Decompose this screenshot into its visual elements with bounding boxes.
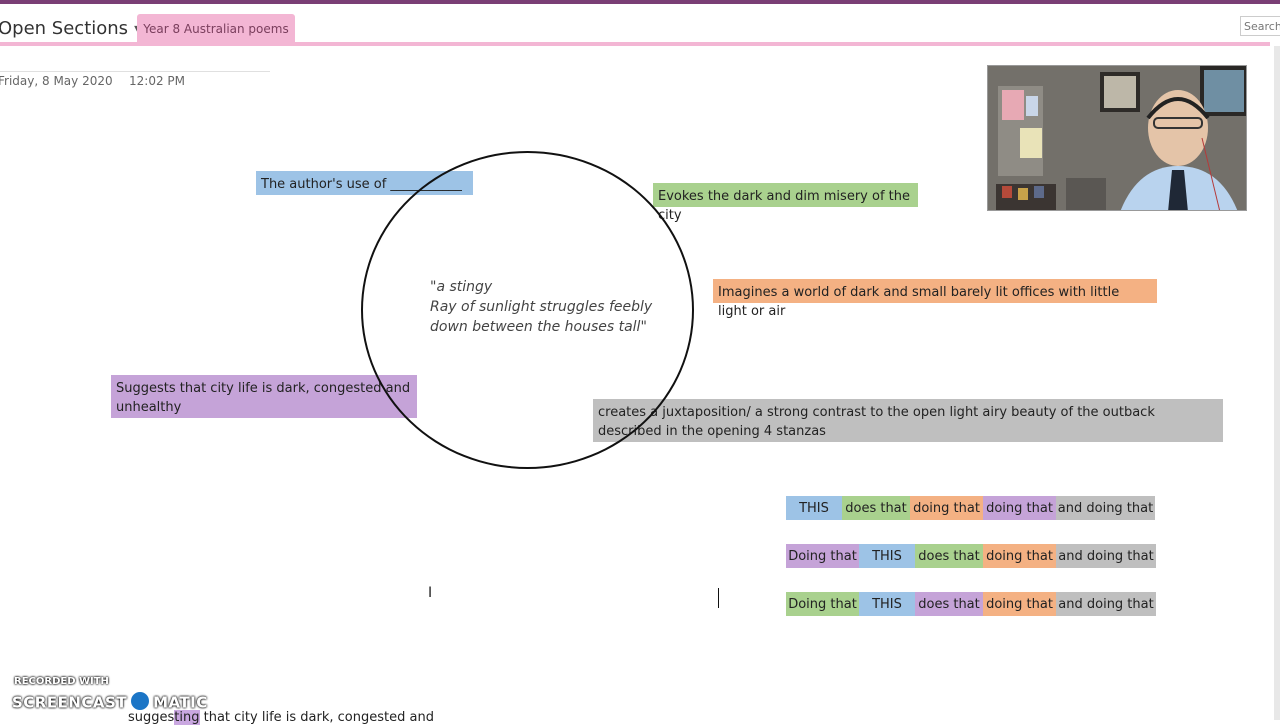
title-divider bbox=[0, 71, 270, 72]
tab-label: Year 8 Australian poems bbox=[143, 21, 289, 36]
row1-cell-4: doing that bbox=[983, 496, 1056, 520]
title-bar-accent bbox=[0, 0, 1280, 4]
open-sections-button[interactable]: Open Sections ▼ bbox=[0, 14, 143, 42]
row3-cell-1: Doing that bbox=[786, 592, 859, 616]
page-time: 12:02 PM bbox=[129, 74, 185, 88]
row1-cell-3: doing that bbox=[910, 496, 983, 520]
row1-cell-2: does that bbox=[842, 496, 910, 520]
tab-underline bbox=[0, 42, 1270, 46]
presenter-video-frame bbox=[988, 66, 1246, 210]
row2-cell-4: doing that bbox=[983, 544, 1056, 568]
row3-cell-3: does that bbox=[915, 592, 983, 616]
watermark-right: MATIC bbox=[153, 693, 208, 712]
watermark-recorded-with: RECORDED WITH bbox=[14, 676, 109, 687]
quote-line-2: Ray of sunlight struggles feebly bbox=[430, 299, 653, 315]
webcam-video bbox=[987, 65, 1247, 211]
ink-circle[interactable] bbox=[361, 151, 694, 469]
note-imagines[interactable]: Imagines a world of dark and small barel… bbox=[713, 279, 1157, 319]
structure-row-3[interactable]: Doing that THIS does that doing that and… bbox=[786, 592, 1156, 616]
text-caret bbox=[718, 588, 719, 608]
tab-year8-australian-poems[interactable]: Year 8 Australian poems bbox=[137, 14, 295, 43]
row2-cell-3: does that bbox=[915, 544, 983, 568]
watermark-left: SCREENCAST bbox=[12, 693, 128, 712]
note-evokes[interactable]: Evokes the dark and dim misery of the ci… bbox=[653, 183, 918, 223]
note-suggests[interactable]: Suggests that city life is dark, congest… bbox=[111, 375, 417, 418]
row1-cell-1: THIS bbox=[786, 496, 842, 520]
note-juxtaposition[interactable]: creates a juxtaposition/ a strong contra… bbox=[593, 399, 1223, 442]
quote-line-1: "a stingy bbox=[430, 279, 493, 295]
row2-cell-1: Doing that bbox=[786, 544, 859, 568]
row3-cell-2: THIS bbox=[859, 592, 915, 616]
structure-row-2[interactable]: Doing that THIS does that doing that and… bbox=[786, 544, 1156, 568]
row2-cell-2: THIS bbox=[859, 544, 915, 568]
row1-cell-5: and doing that bbox=[1056, 496, 1155, 520]
page-date: Friday, 8 May 2020 bbox=[0, 74, 113, 88]
vertical-scrollbar[interactable] bbox=[1274, 46, 1280, 720]
watermark-brand: SCREENCAST MATIC bbox=[12, 690, 208, 714]
row3-cell-4: doing that bbox=[983, 592, 1056, 616]
quote-line-3: down between the houses tall" bbox=[430, 319, 647, 335]
record-dot-icon bbox=[129, 690, 152, 712]
structure-row-1[interactable]: THIS does that doing that doing that and… bbox=[786, 496, 1155, 520]
row3-cell-5: and doing that bbox=[1056, 592, 1156, 616]
mouse-cursor-ibeam-icon: I bbox=[428, 585, 433, 601]
open-sections-label: Open Sections bbox=[0, 17, 129, 39]
search-input[interactable]: Search bbox=[1240, 16, 1280, 36]
bottom-text-after: that city life is dark, congested and bbox=[199, 710, 434, 725]
poem-quote[interactable]: "a stingy Ray of sunlight struggles feeb… bbox=[430, 277, 652, 337]
search-placeholder: Search bbox=[1244, 19, 1280, 33]
screencast-watermark: RECORDED WITH SCREENCAST MATIC bbox=[12, 676, 207, 716]
row2-cell-5: and doing that bbox=[1056, 544, 1156, 568]
